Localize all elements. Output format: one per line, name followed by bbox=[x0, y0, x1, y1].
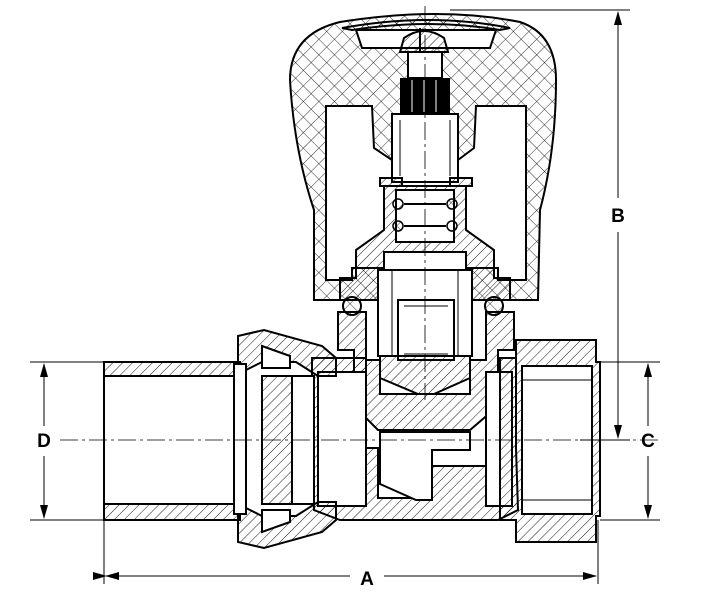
dimension-label-d: D bbox=[37, 431, 51, 452]
left-union-nut bbox=[233, 328, 337, 550]
valve-body bbox=[311, 311, 520, 521]
dimension-label-b: B bbox=[611, 206, 625, 227]
dimension-label-c: C bbox=[641, 431, 655, 452]
o-ring bbox=[392, 220, 404, 232]
right-nut bbox=[499, 339, 601, 543]
o-ring bbox=[446, 220, 458, 232]
dimension-label-a: A bbox=[360, 569, 374, 590]
dimension-b: B bbox=[450, 9, 630, 441]
left-tailpiece bbox=[103, 361, 315, 521]
dimension-a: A bbox=[93, 520, 599, 590]
dimension-d: D bbox=[30, 361, 104, 521]
center-lines bbox=[60, 6, 660, 441]
o-ring bbox=[446, 198, 458, 210]
screw-head bbox=[398, 28, 450, 53]
dimension-c: C bbox=[600, 361, 660, 521]
o-ring bbox=[392, 198, 404, 210]
